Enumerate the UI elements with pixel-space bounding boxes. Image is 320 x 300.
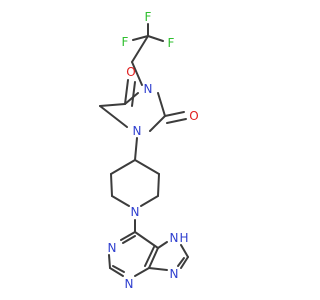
nitrogen-label: N (170, 231, 179, 245)
bond (134, 231, 159, 249)
hydrogen-label: H (179, 231, 188, 245)
fluorine-label: F (122, 35, 129, 49)
bond (99, 105, 128, 128)
bond (131, 61, 143, 86)
bond (147, 35, 164, 42)
bond (134, 159, 160, 175)
nitrogen-label: N (133, 124, 142, 138)
bond (110, 159, 136, 175)
bond (122, 235, 136, 244)
bond (157, 241, 168, 249)
bond (131, 35, 149, 63)
bond (140, 195, 159, 207)
bond (131, 81, 136, 107)
bond (148, 247, 159, 269)
bond (166, 118, 187, 124)
bond (110, 173, 113, 197)
bond (157, 173, 160, 197)
bond (109, 267, 124, 277)
bond (148, 267, 168, 271)
bond (132, 35, 149, 41)
bond (164, 111, 185, 117)
nitrogen-label: N (125, 277, 134, 291)
atom-labels: F F F O N O N N N H N N N (108, 10, 199, 291)
molecule-structure: F F F O N O N N N H N N N (99, 10, 199, 291)
bond (111, 195, 130, 207)
bond (108, 254, 111, 269)
bond (124, 79, 129, 105)
bond (177, 257, 185, 267)
bond (112, 265, 125, 273)
bond (124, 92, 139, 105)
fluorine-label: F (168, 36, 175, 50)
nitrogen-label: N (108, 241, 117, 255)
oxygen-label: O (126, 65, 135, 79)
bond (99, 103, 126, 107)
bond (144, 246, 155, 267)
nitrogen-label: N (170, 267, 179, 281)
bond (149, 115, 166, 132)
bond (134, 137, 138, 161)
bond-lines (99, 23, 189, 277)
nitrogen-label: N (131, 205, 140, 219)
bond (120, 231, 136, 241)
nitrogen-label: N (144, 82, 153, 96)
fluorine-label: F (145, 10, 152, 24)
bond (180, 256, 189, 269)
oxygen-label: O (189, 109, 198, 123)
bond (180, 244, 189, 258)
bond (134, 267, 150, 277)
bond (157, 92, 166, 117)
